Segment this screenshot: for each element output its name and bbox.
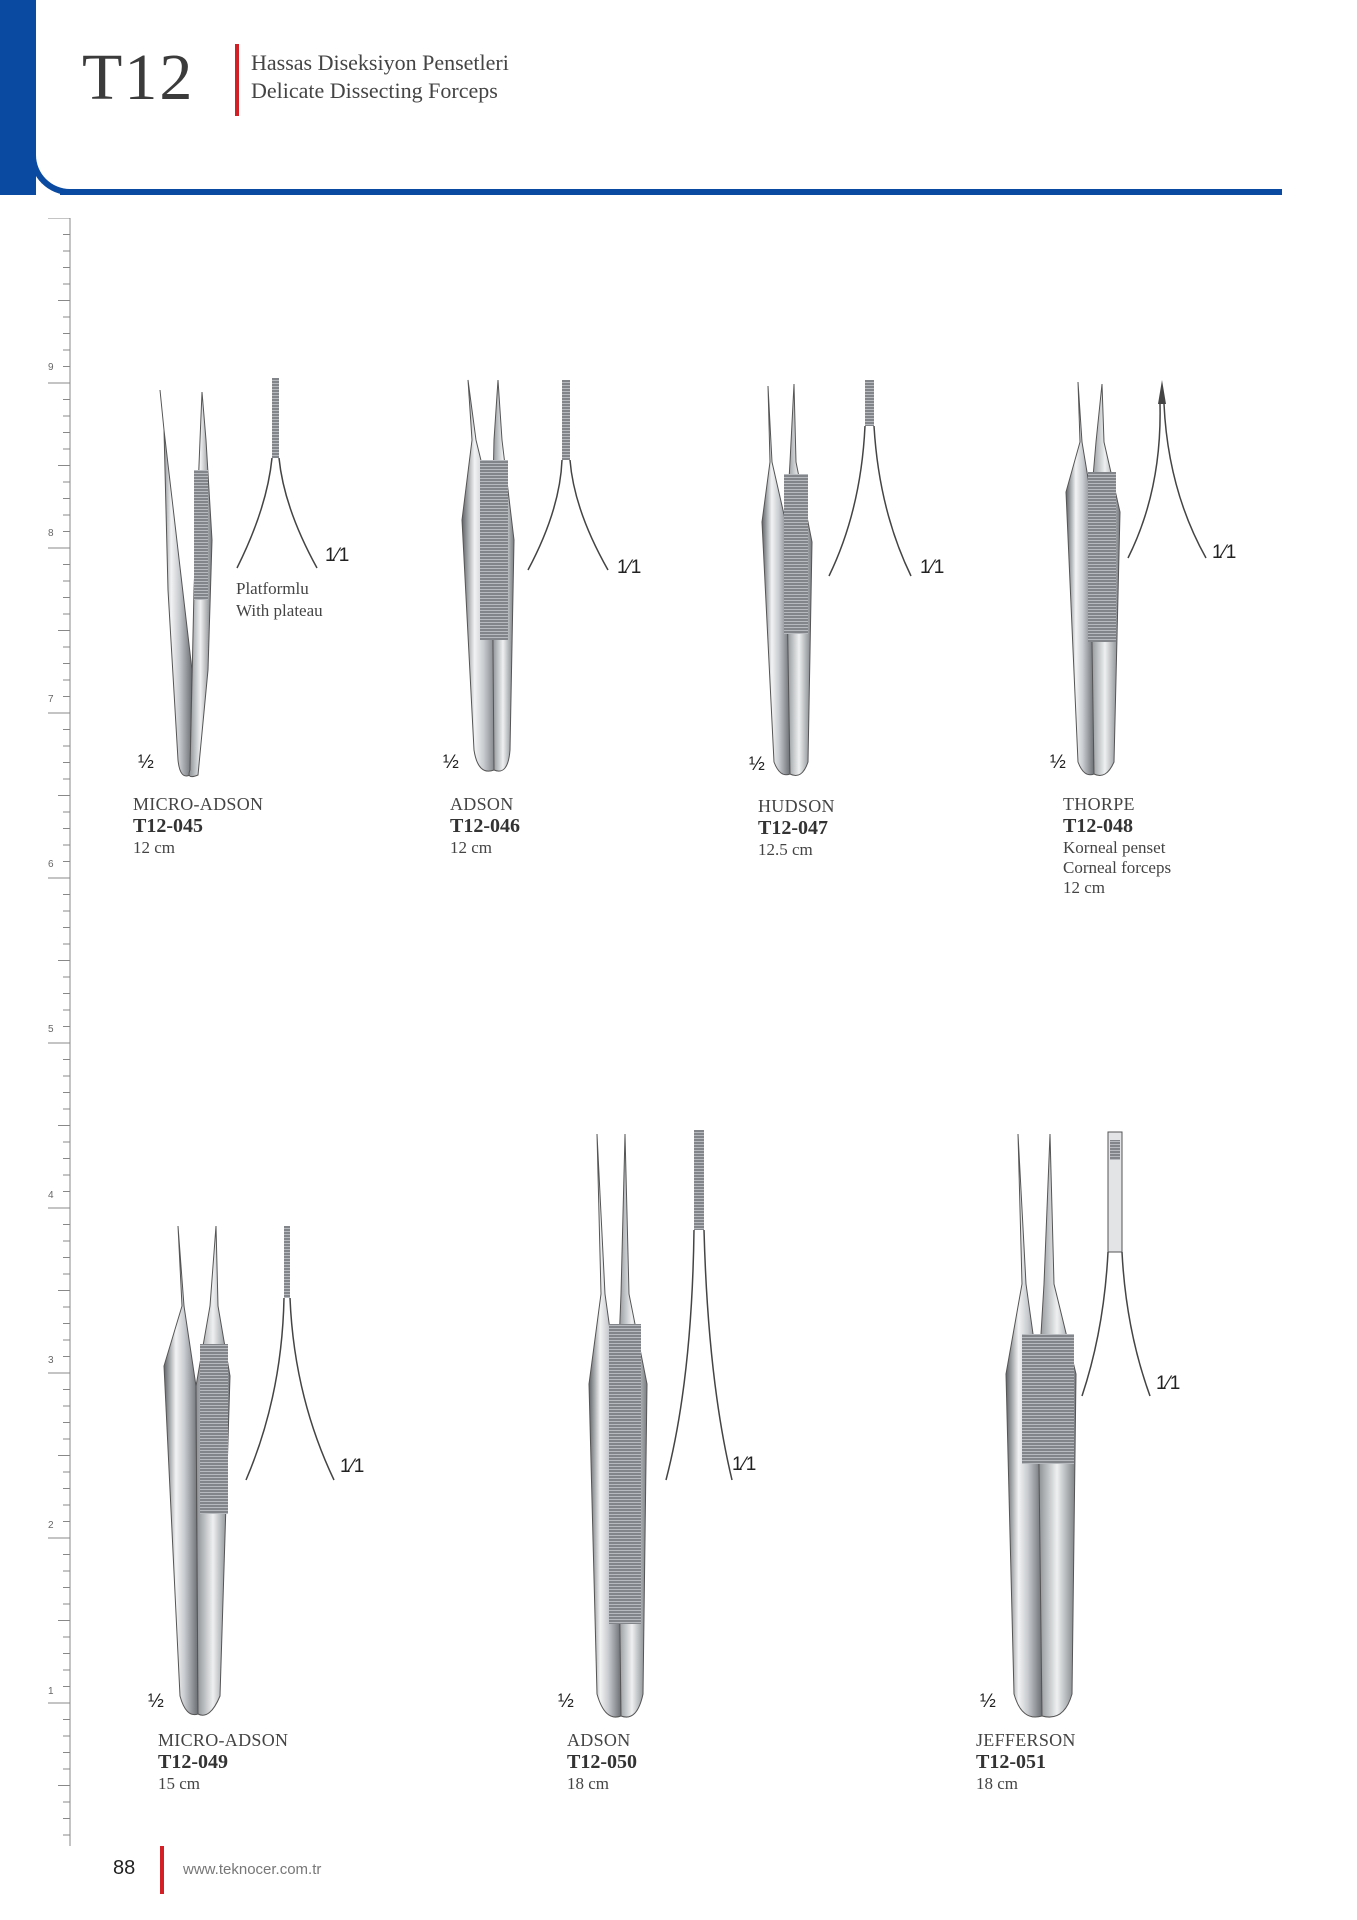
section-title-english: Delicate Dissecting Forceps xyxy=(251,78,498,103)
product-size: 18 cm xyxy=(567,1774,610,1793)
product-note-tr: Korneal penset xyxy=(1063,838,1166,857)
forceps-image-t12-051 xyxy=(1005,1133,1077,1718)
scale-half-label: ½ xyxy=(148,1691,164,1712)
plateau-note: Platformlu With plateau xyxy=(236,578,323,622)
forceps-tip-detail-t12-046 xyxy=(527,380,609,571)
ruler-number-6: 6 xyxy=(48,859,54,870)
header-blue-rule xyxy=(60,189,1282,195)
scale-half-label: ½ xyxy=(980,1691,996,1712)
product-name: THORPE xyxy=(1063,794,1135,814)
product-code: T12-051 xyxy=(976,1751,1046,1773)
scale-half-label: ½ xyxy=(749,754,765,775)
forceps-image-t12-046 xyxy=(461,379,515,772)
scale-half-label: ½ xyxy=(138,752,154,773)
section-title-turkish: Hassas Diseksiyon Pensetleri xyxy=(251,50,509,75)
website-link[interactable]: www.teknocer.com.tr xyxy=(183,1861,322,1878)
page-number: 88 xyxy=(113,1857,136,1879)
plateau-note-tr: Platformlu xyxy=(236,579,309,598)
ruler-number-5: 5 xyxy=(48,1024,54,1035)
ruler-number-1: 1 xyxy=(48,1686,54,1697)
product-size: 12.5 cm xyxy=(758,840,813,859)
scale-half-label: ½ xyxy=(443,752,459,773)
product-code: T12-050 xyxy=(567,1751,637,1773)
product-t12-050: ADSON T12-050 18 cm xyxy=(567,1730,637,1794)
ruler-number-9: 9 xyxy=(48,362,54,373)
plateau-note-en: With plateau xyxy=(236,601,323,620)
scale-full-label: 1⁄1 xyxy=(920,557,945,578)
forceps-image-t12-045 xyxy=(159,389,213,778)
product-t12-045: MICRO-ADSON T12-045 12 cm xyxy=(133,794,263,858)
product-note-en: Corneal forceps xyxy=(1063,858,1172,877)
product-t12-047: HUDSON T12-047 12.5 cm xyxy=(758,796,835,860)
product-t12-049: MICRO-ADSON T12-049 15 cm xyxy=(158,1730,288,1794)
product-name: HUDSON xyxy=(758,796,835,816)
forceps-tip-detail-t12-045 xyxy=(236,378,318,569)
scale-half-label: ½ xyxy=(558,1691,574,1712)
forceps-tip-detail-t12-050 xyxy=(665,1130,733,1481)
product-code: T12-045 xyxy=(133,815,203,837)
product-t12-051: JEFFERSON T12-051 18 cm xyxy=(976,1730,1076,1794)
forceps-image-t12-048 xyxy=(1065,381,1121,776)
scale-full-label: 1⁄1 xyxy=(732,1454,757,1475)
product-code: T12-048 xyxy=(1063,815,1133,837)
forceps-tip-detail-t12-051 xyxy=(1081,1131,1151,1397)
product-size: 12 cm xyxy=(133,838,176,857)
product-code: T12-046 xyxy=(450,815,520,837)
product-name: ADSON xyxy=(567,1730,631,1750)
scale-full-label: 1⁄1 xyxy=(1212,542,1237,563)
forceps-image-t12-049 xyxy=(163,1225,231,1716)
forceps-tip-detail-t12-049 xyxy=(245,1226,335,1481)
product-t12-046: ADSON T12-046 12 cm xyxy=(450,794,520,858)
scale-full-label: 1⁄1 xyxy=(617,557,642,578)
product-code: T12-049 xyxy=(158,1751,228,1773)
product-name: MICRO-ADSON xyxy=(133,794,264,814)
ruler-number-8: 8 xyxy=(48,528,54,539)
ruler-number-2: 2 xyxy=(48,1520,54,1531)
product-code: T12-047 xyxy=(758,817,828,839)
product-name: ADSON xyxy=(450,794,514,814)
forceps-tip-detail-t12-047 xyxy=(828,380,912,577)
scale-full-label: 1⁄1 xyxy=(1156,1373,1181,1394)
ruler-number-4: 4 xyxy=(48,1190,54,1201)
product-size: 18 cm xyxy=(976,1774,1019,1793)
product-name: MICRO-ADSON xyxy=(158,1730,289,1750)
product-t12-048: THORPE T12-048 Korneal penset Corneal fo… xyxy=(1063,794,1171,898)
product-size: 12 cm xyxy=(450,838,493,857)
ruler-number-3: 3 xyxy=(48,1355,54,1366)
forceps-image-t12-050 xyxy=(588,1133,648,1718)
scale-full-label: 1⁄1 xyxy=(325,545,350,566)
product-name: JEFFERSON xyxy=(976,1730,1076,1750)
inch-ruler: 9 8 7 6 5 4 3 2 1 in xyxy=(40,218,72,1846)
ruler-graphic: 9 8 7 6 5 4 3 2 1 in xyxy=(48,218,71,1846)
scale-full-label: 1⁄1 xyxy=(340,1456,365,1477)
forceps-tip-detail-t12-048 xyxy=(1127,380,1207,559)
product-size: 12 cm xyxy=(1063,878,1106,897)
scale-half-label: ½ xyxy=(1050,752,1066,773)
product-size: 15 cm xyxy=(158,1774,201,1793)
header-red-divider xyxy=(235,44,239,116)
section-code: T12 xyxy=(82,41,195,114)
ruler-number-7: 7 xyxy=(48,694,54,705)
footer-red-divider xyxy=(160,1846,164,1894)
forceps-image-t12-047 xyxy=(761,383,813,776)
